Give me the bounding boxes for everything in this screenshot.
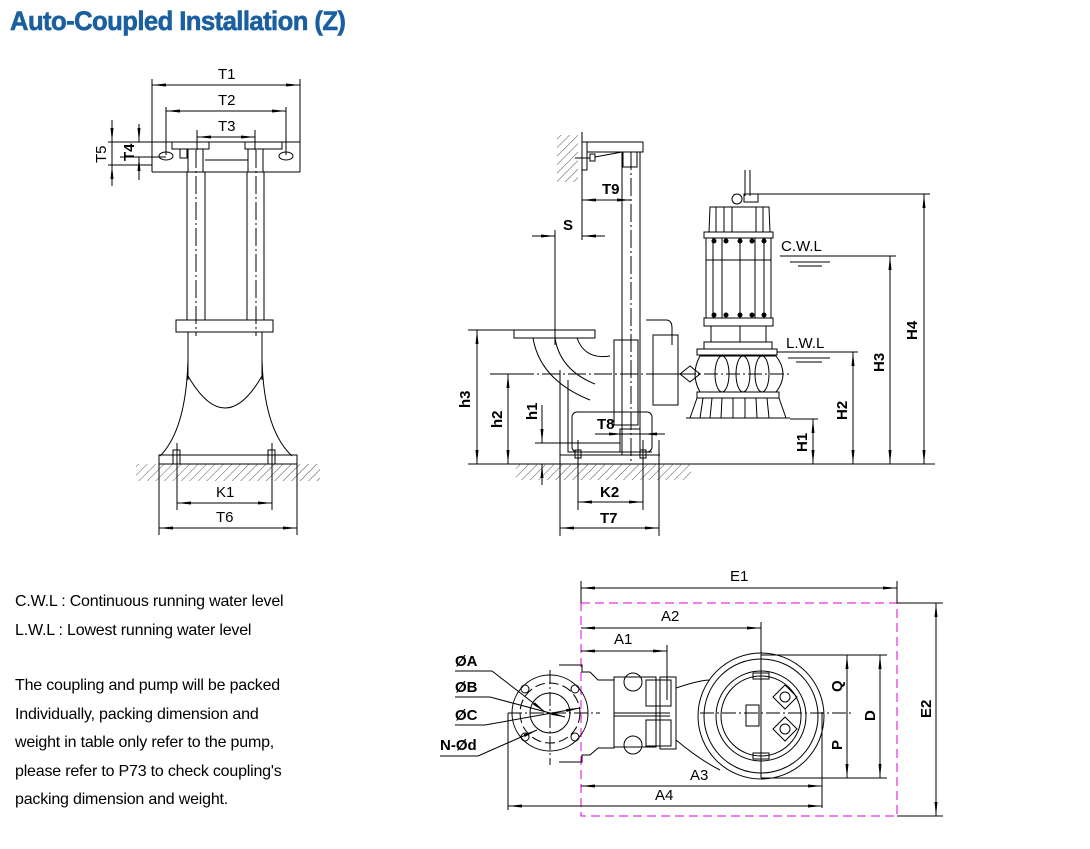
dim-label-K2: K2 xyxy=(600,484,619,501)
cwl-definition: C.W.L : Continuous running water level xyxy=(15,593,284,610)
side-view-labels: T9 S T8 K2 T7 h3 h2 h1 C.W.L L.W.L H1 H2… xyxy=(457,181,921,527)
lwl-definition: L.W.L : Lowest running water level xyxy=(15,621,252,639)
dim-label-H2: H2 xyxy=(834,401,851,420)
dim-label-T7: T7 xyxy=(600,510,618,527)
side-view xyxy=(468,132,935,536)
dim-label-T2: T2 xyxy=(218,92,236,109)
dim-label-E1: E1 xyxy=(730,568,748,585)
dim-label-D: D xyxy=(862,710,879,721)
dim-label-T8: T8 xyxy=(597,416,615,433)
packing-box-outline xyxy=(580,602,898,817)
dim-label-T6: T6 xyxy=(216,509,234,526)
dim-label-phiC: ØC xyxy=(455,707,478,724)
dim-label-E2: E2 xyxy=(918,700,935,718)
dim-label-A2: A2 xyxy=(661,608,679,625)
dim-label-A3: A3 xyxy=(690,767,708,784)
dim-label-S: S xyxy=(563,217,573,234)
dim-label-T5: T5 xyxy=(93,145,110,163)
dim-label-H3: H3 xyxy=(871,353,888,372)
front-view xyxy=(108,79,320,535)
dim-label-T3: T3 xyxy=(218,118,236,135)
dim-label-nphid: N-Ød xyxy=(440,737,477,754)
dim-label-T4: T4 xyxy=(121,143,138,161)
dim-label-K1: K1 xyxy=(216,484,234,501)
dim-label-H1: H1 xyxy=(794,433,811,452)
packing-note-line: The coupling and pump will be packed xyxy=(15,677,280,694)
pump-illustration xyxy=(660,170,790,419)
cwl-marker-label: C.W.L xyxy=(781,238,822,255)
lwl-marker-label: L.W.L xyxy=(786,335,824,352)
page-title: Auto-Coupled Installation (Z) xyxy=(10,6,347,37)
plan-view xyxy=(440,581,943,817)
notes-block: C.W.L : Continuous running water level L… xyxy=(15,588,284,815)
dim-label-P: P xyxy=(829,740,846,750)
dim-label-phiB: ØB xyxy=(455,679,478,696)
dim-label-A1: A1 xyxy=(614,631,632,648)
packing-note-line: weight in table only refer to the pump, xyxy=(15,734,275,751)
packing-note-line: packing dimension and weight. xyxy=(15,791,229,808)
dim-label-A4: A4 xyxy=(655,787,673,804)
dim-label-H4: H4 xyxy=(904,320,921,340)
dim-label-T1: T1 xyxy=(218,66,236,83)
dim-label-h3: h3 xyxy=(457,390,474,408)
packing-note-line: Individually, packing dimension and xyxy=(15,705,259,723)
packing-note-line: please refer to P73 to check coupling's xyxy=(15,762,282,780)
plan-view-labels: E1 E2 A2 A1 A3 A4 Q P D ØA ØB ØC N-Ød xyxy=(440,568,935,804)
dim-label-h1: h1 xyxy=(524,402,541,420)
dim-label-Q: Q xyxy=(829,680,846,692)
dim-label-T9: T9 xyxy=(602,181,620,198)
dim-label-phiA: ØA xyxy=(455,653,478,670)
dim-label-h2: h2 xyxy=(489,410,506,428)
front-view-labels: T1 T2 T3 T4 T5 K1 T6 xyxy=(93,66,236,526)
